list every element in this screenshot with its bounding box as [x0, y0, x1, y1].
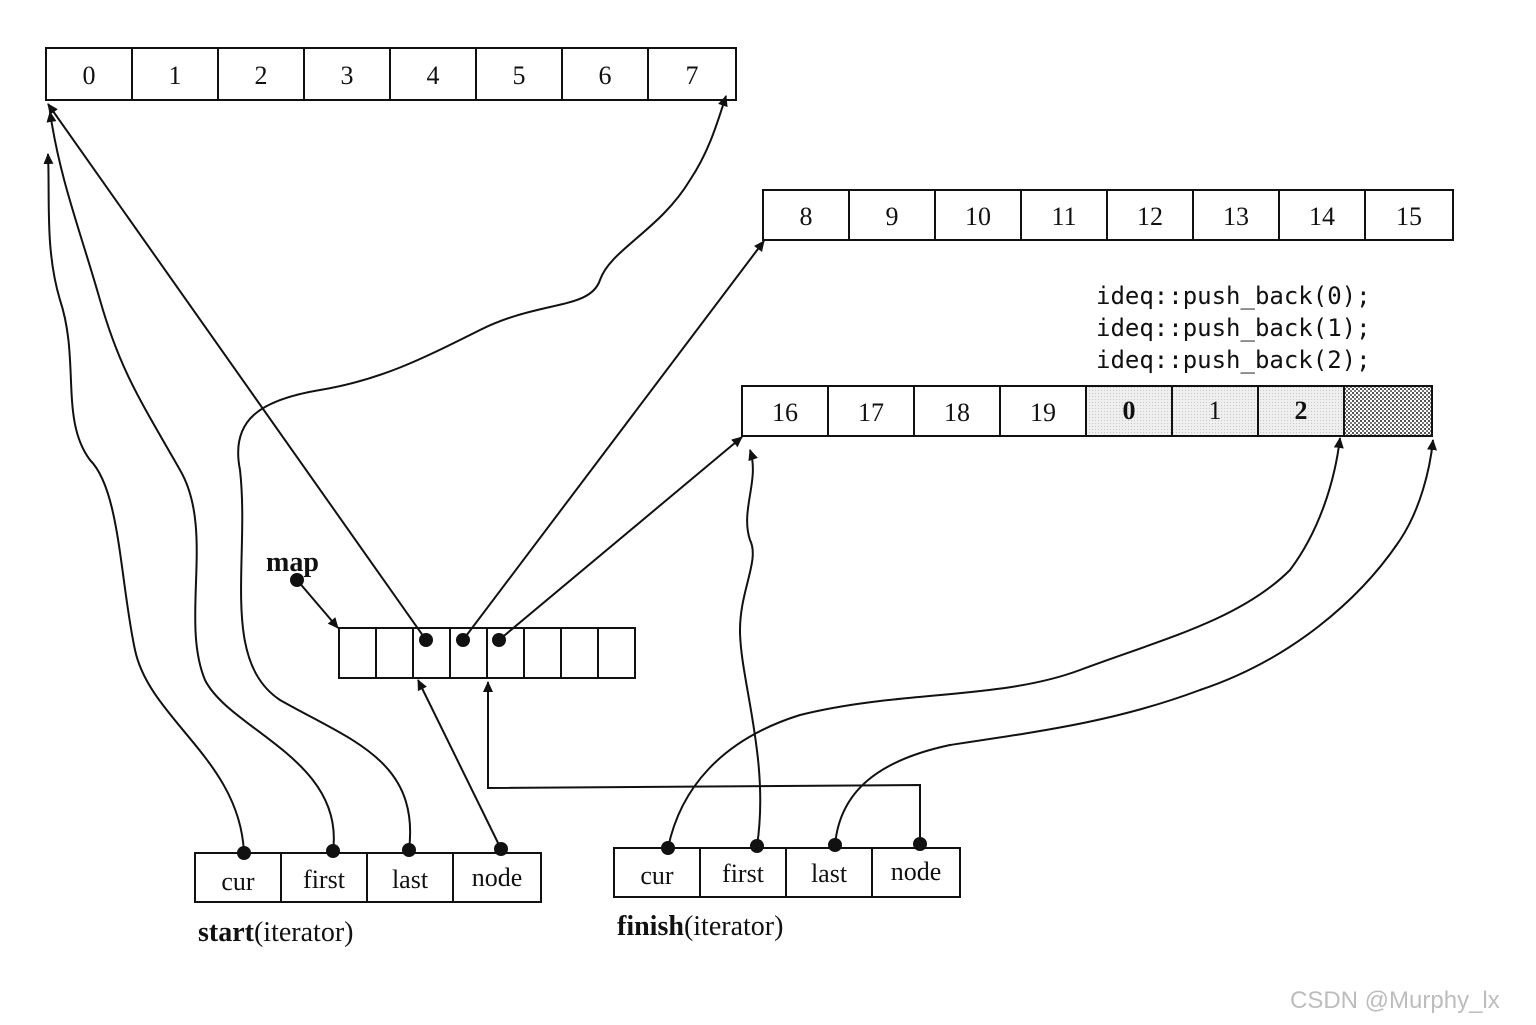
- iterator-field: [613, 847, 701, 898]
- buffer-cell: [762, 189, 850, 241]
- iterator-field: [785, 847, 873, 898]
- map-slot: [375, 627, 414, 679]
- buffer-cell-label: 17: [858, 398, 884, 427]
- buffer-cell-label: 19: [1030, 398, 1056, 427]
- buffer-cell: [1192, 189, 1280, 241]
- iterator-field-label: first: [722, 859, 765, 888]
- iterator-field-label: last: [392, 865, 429, 894]
- buffer-cell: [647, 47, 737, 101]
- finish-iterator-caption: finish(iterator): [617, 911, 783, 942]
- buffer-cell-label: 4: [427, 61, 440, 90]
- code-line: ideq::push_back(0);: [1096, 282, 1371, 310]
- buffer-cell-label: 8: [800, 202, 813, 231]
- start-cur-wire: [43, 153, 245, 854]
- iterator-field-label: first: [303, 865, 346, 894]
- map-slot: [449, 627, 488, 679]
- buffer-cell: [741, 385, 829, 437]
- start-iterator-caption: start(iterator): [198, 917, 353, 948]
- finish-last-wire: [834, 439, 1437, 846]
- start-first-wire: [46, 111, 335, 852]
- map-to-buffer-0-arrow: [47, 103, 427, 641]
- buffer-cell: [848, 189, 936, 241]
- buffer-cell: [1106, 189, 1194, 241]
- code-line: ideq::push_back(2);: [1096, 346, 1371, 374]
- map-to-buffer-8-arrow: [462, 240, 765, 641]
- buffer-cell-label: 0: [83, 61, 96, 90]
- finish-first-wire: [738, 449, 762, 847]
- buffer-cell-label: 10: [965, 202, 991, 231]
- start-iterator: cur first last node start(iterator): [194, 842, 542, 948]
- buffer-cell-label: 18: [944, 398, 970, 427]
- buffer-cell-label: 0: [1123, 396, 1136, 425]
- watermark: CSDN @Murphy_lx: [1290, 987, 1500, 1014]
- buffer-cell: [475, 47, 563, 101]
- buffer-cell-label: 12: [1137, 202, 1163, 231]
- map-node-array: [338, 627, 636, 679]
- buffer-cell-unused: [1343, 385, 1433, 437]
- map-slot: [560, 627, 599, 679]
- buffer-cell-label: 14: [1309, 202, 1335, 231]
- buffer-cell-label: 16: [772, 398, 798, 427]
- buffer-block-8-15: 8 9 10 11 12 13 14 15: [762, 189, 1454, 241]
- buffer-cell-pushed: [1171, 385, 1259, 437]
- buffer-cell-label: 5: [513, 61, 526, 90]
- map-to-buffer-16-arrow: [498, 436, 743, 641]
- buffer-cell-pushed: [1085, 385, 1173, 437]
- finish-node-arrow: [483, 681, 921, 844]
- buffer-cell-label: 11: [1051, 202, 1076, 231]
- iterator-field-label: cur: [221, 867, 255, 896]
- buffer-cell: [999, 385, 1087, 437]
- buffer-cell-label: 7: [686, 61, 699, 90]
- iterator-field-label: node: [891, 857, 942, 886]
- buffer-cell-pushed: [1257, 385, 1345, 437]
- map-slot: [412, 627, 451, 679]
- buffer-cell: [389, 47, 477, 101]
- map-pointer-arrow: [296, 579, 339, 629]
- start-node-arrow: [417, 679, 502, 850]
- caption-bold: start: [198, 917, 255, 948]
- buffer-cell-label: 2: [1295, 396, 1308, 425]
- iterator-field: [699, 847, 787, 898]
- buffer-block-0-7: 0 1 2 3 4 5 6 7: [45, 47, 737, 101]
- buffer-cell: [913, 385, 1001, 437]
- buffer-block-16-19: 16 17 18 19 0 1 2: [741, 385, 1433, 437]
- caption-rest: (iterator): [684, 911, 784, 942]
- buffer-cell-label: 15: [1396, 202, 1422, 231]
- buffer-cell-label: 3: [341, 61, 354, 90]
- map-slot: [597, 627, 636, 679]
- caption-bold: finish: [617, 911, 684, 942]
- buffer-cell-label: 1: [169, 61, 182, 90]
- buffer-cell-label: 1: [1209, 396, 1222, 425]
- buffer-cell: [217, 47, 305, 101]
- buffer-cell: [1020, 189, 1108, 241]
- finish-cur-wire: [667, 437, 1344, 849]
- map-slot: [338, 627, 377, 679]
- buffer-cell: [131, 47, 219, 101]
- buffer-cell: [561, 47, 649, 101]
- buffer-cell-label: 13: [1223, 202, 1249, 231]
- finish-iterator: cur first last node finish(iterator): [613, 837, 961, 942]
- iterator-field-label: node: [472, 863, 523, 892]
- iterator-field: [871, 847, 961, 898]
- map-slot: [523, 627, 562, 679]
- buffer-cell: [45, 47, 133, 101]
- push-back-code: ideq::push_back(0); ideq::push_back(1); …: [1096, 282, 1371, 374]
- iterator-field: [452, 852, 542, 903]
- code-line: ideq::push_back(1);: [1096, 314, 1371, 342]
- map-label: map: [266, 547, 319, 578]
- caption-rest: (iterator): [254, 917, 354, 948]
- start-last-wire: [237, 95, 728, 851]
- buffer-cell-label: 2: [255, 61, 268, 90]
- buffer-cell-label: 6: [599, 61, 612, 90]
- buffer-cell: [1364, 189, 1454, 241]
- iterator-field-label: last: [811, 859, 848, 888]
- buffer-cell-label: 9: [886, 202, 899, 231]
- iterator-field-label: cur: [640, 861, 674, 890]
